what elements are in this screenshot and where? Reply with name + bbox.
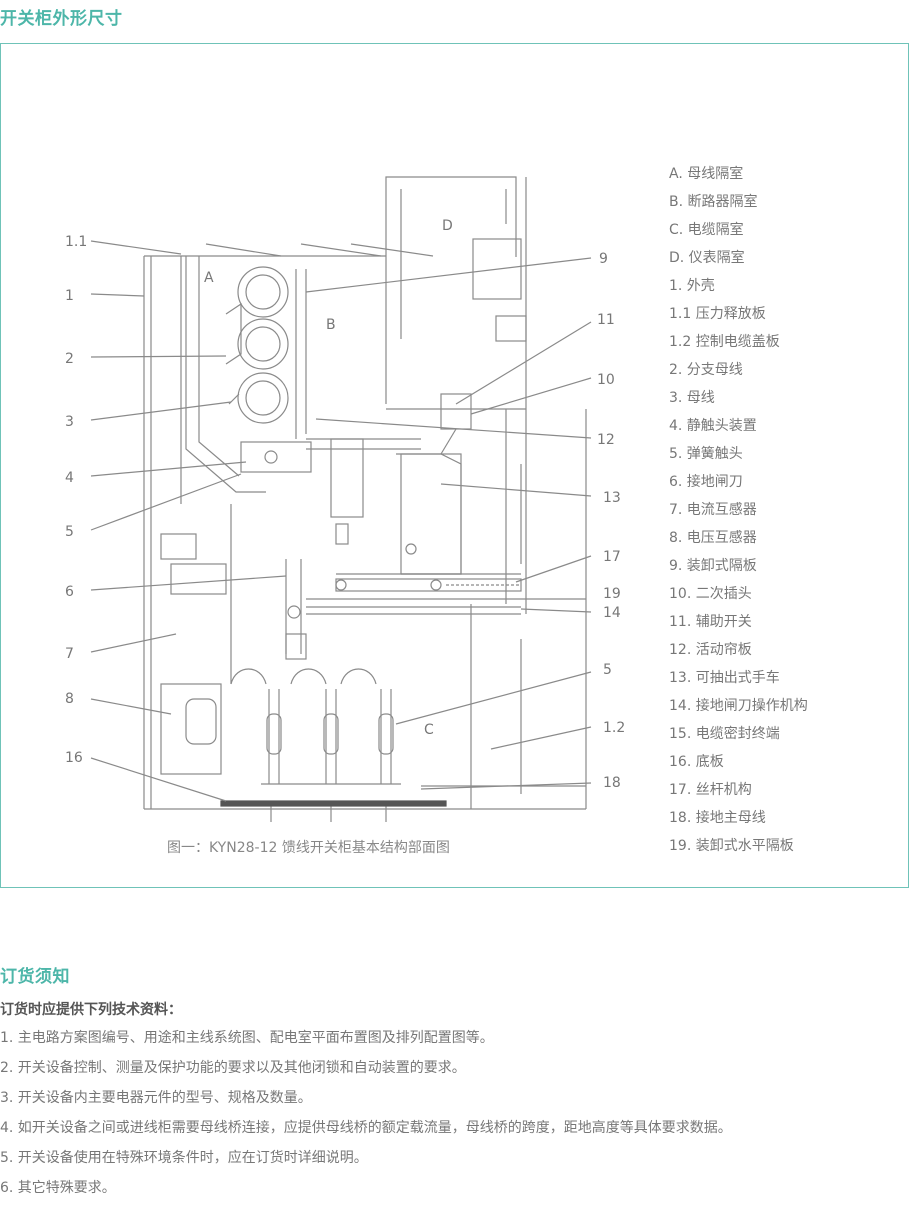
legend-item: 6. 接地闸刀 <box>669 474 743 490</box>
compartment-letter-c: C <box>424 722 434 738</box>
callout-17: 17 <box>603 549 621 565</box>
callout-13: 13 <box>603 490 621 506</box>
callout-11: 11 <box>597 312 615 328</box>
busbar-3 <box>237 372 289 424</box>
base-plate <box>220 800 447 807</box>
component-legend: A. 母线隔室 B. 断路器隔室 C. 电缆隔室 D. 仪表隔室 1. 外壳 1… <box>669 162 808 862</box>
legend-item: 17. 丝杆机构 <box>669 782 752 798</box>
callout-9: 9 <box>599 251 608 267</box>
list-item: 6. 其它特殊要求。 <box>0 1180 116 1196</box>
callout-16: 16 <box>65 750 83 766</box>
legend-item: 10. 二次插头 <box>669 586 752 602</box>
list-item: 5. 开关设备使用在特殊环境条件时，应在订货时详细说明。 <box>0 1150 368 1166</box>
callout-18: 18 <box>603 775 621 791</box>
callout-10: 10 <box>597 372 615 388</box>
cable-termination-2 <box>323 689 339 784</box>
ordering-subtitle: 订货时应提供下列技术资料： <box>0 1002 182 1018</box>
legend-item: D. 仪表隔室 <box>669 250 745 266</box>
legend-item: 7. 电流互感器 <box>669 502 757 518</box>
legend-item: 11. 辅助开关 <box>669 614 752 630</box>
legend-item: 9. 装卸式隔板 <box>669 558 757 574</box>
cable-termination-3 <box>378 689 394 784</box>
callout-12: 12 <box>597 432 615 448</box>
compartment-letter-d: D <box>442 218 453 234</box>
breaker-body <box>330 438 364 518</box>
legend-item: C. 电缆隔室 <box>669 222 744 238</box>
busbar-1 <box>237 266 289 318</box>
callout-19: 19 <box>603 586 621 602</box>
legend-item: 4. 静触头装置 <box>669 418 757 434</box>
legend-item: 3. 母线 <box>669 390 715 406</box>
figure-frame: A B C D 1.1 1 2 3 4 5 6 7 8 16 9 11 10 1… <box>0 43 909 888</box>
callout-5-right: 5 <box>603 662 612 678</box>
legend-item: 2. 分支母线 <box>669 362 743 378</box>
legend-item: 14. 接地闸刀操作机构 <box>669 698 808 714</box>
legend-item: 13. 可抽出式手车 <box>669 670 780 686</box>
callout-6: 6 <box>65 584 74 600</box>
legend-item: A. 母线隔室 <box>669 166 744 182</box>
auxiliary-switch <box>440 393 472 430</box>
list-item: 3. 开关设备内主要电器元件的型号、规格及数量。 <box>0 1090 312 1106</box>
legend-item: 1.2 控制电缆盖板 <box>669 334 780 350</box>
callout-5-left: 5 <box>65 524 74 540</box>
callout-1: 1 <box>65 288 74 304</box>
callout-3: 3 <box>65 414 74 430</box>
list-item: 1. 主电路方案图编号、用途和主线系统图、配电室平面布置图及排列配置图等。 <box>0 1030 494 1046</box>
legend-item: 5. 弹簧触头 <box>669 446 743 462</box>
callout-1-1: 1.1 <box>65 234 87 250</box>
compartment-letter-a: A <box>204 270 214 286</box>
callout-8: 8 <box>65 691 74 707</box>
compartment-letter-b: B <box>326 317 336 333</box>
stationary-contact <box>240 441 312 473</box>
legend-item: 19. 装卸式水平隔板 <box>669 838 794 854</box>
legend-item: 1.1 压力释放板 <box>669 306 766 322</box>
legend-item: 18. 接地主母线 <box>669 810 766 826</box>
switchgear-cross-section-drawing: A B C D 1.1 1 2 3 4 5 6 7 8 16 9 11 10 1… <box>65 176 625 822</box>
callout-7: 7 <box>65 646 74 662</box>
legend-item: 8. 电压互感器 <box>669 530 757 546</box>
busbar-2 <box>237 318 289 370</box>
terminal-block <box>495 315 527 342</box>
callout-2: 2 <box>65 351 74 367</box>
instrument-compartment-outline <box>385 176 517 257</box>
legend-item: B. 断路器隔室 <box>669 194 758 210</box>
section-title-ordering: 订货须知 <box>0 967 70 987</box>
figure-caption: 图一：KYN28-12 馈线开关柜基本结构部面图 <box>167 840 450 856</box>
list-item: 2. 开关设备控制、测量及保护功能的要求以及其他闭锁和自动装置的要求。 <box>0 1060 466 1076</box>
callout-14: 14 <box>603 605 621 621</box>
legend-item: 1. 外壳 <box>669 278 715 294</box>
earthing-switch <box>285 633 307 660</box>
callout-4: 4 <box>65 470 74 486</box>
withdrawable-truck <box>400 453 462 575</box>
list-item: 4. 如开关设备之间或进线柜需要母线桥连接，应提供母线桥的额定载流量，母线桥的跨… <box>0 1120 732 1136</box>
relay-box <box>472 238 522 300</box>
legend-item: 15. 电缆密封终端 <box>669 726 780 742</box>
current-transformer <box>170 563 227 595</box>
ordering-requirements-list: 1. 主电路方案图编号、用途和主线系统图、配电室平面布置图及排列配置图等。 2.… <box>0 1026 732 1206</box>
legend-item: 16. 底板 <box>669 754 724 770</box>
cable-termination-1 <box>266 689 282 784</box>
callout-1-2: 1.2 <box>603 720 625 736</box>
section-title-dimensions: 开关柜外形尺寸 <box>0 9 123 29</box>
legend-item: 12. 活动帘板 <box>669 642 752 658</box>
voltage-transformer <box>160 683 222 775</box>
